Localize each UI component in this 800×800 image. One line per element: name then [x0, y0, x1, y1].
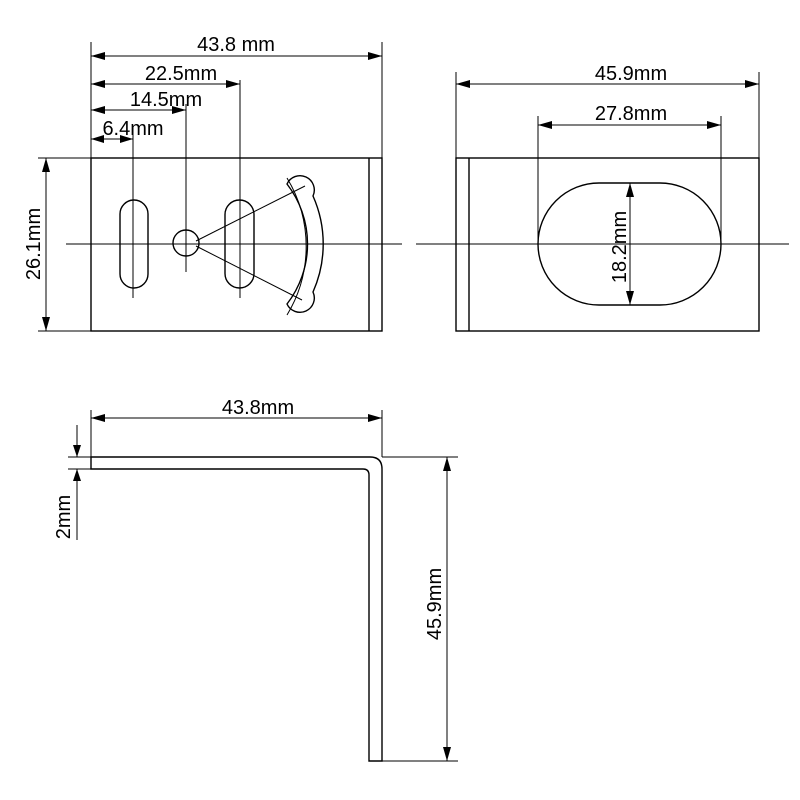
dim-arrow-64-left [91, 135, 104, 143]
dim-label-278: 27.8mm [595, 103, 667, 125]
dim-arrow-182-bottom [626, 291, 634, 305]
l-profile-outline [90, 456, 383, 762]
dim-label-459-profile: 45.9mm [424, 568, 446, 640]
dim-label-225: 22.5mm [145, 63, 217, 85]
dim-label-261: 26.1mm [23, 208, 45, 280]
radial-line-upper [195, 185, 306, 242]
dim-arrow-2-top [73, 445, 81, 457]
dim-arrow-459-profile-bottom [443, 747, 451, 761]
dim-arrow-225-left [91, 80, 105, 88]
dim-arrow-145-left [91, 106, 105, 114]
dim-arrow-459-profile-top [443, 457, 451, 471]
dim-label-438-profile: 43.8mm [222, 397, 294, 419]
dim-label-64: 6.4mm [102, 118, 163, 140]
dim-label-145: 14.5mm [130, 89, 202, 111]
dim-arrow-459-side-right [745, 80, 759, 88]
arc-slot [286, 175, 324, 313]
side-view: 45.9mm 27.8mm 18.2mm [416, 63, 789, 332]
dim-label-438: 43.8 mm [197, 34, 275, 56]
arc-guide-line [286, 177, 307, 316]
dim-arrow-438-right [368, 52, 382, 60]
dim-arrow-438-profile-right [368, 414, 382, 422]
dim-label-182: 18.2mm [609, 211, 631, 283]
radial-line-lower [195, 245, 303, 301]
profile-view: 43.8mm 2mm 45.9mm [53, 397, 458, 762]
dim-arrow-182-top [626, 183, 634, 197]
left-slot [119, 199, 149, 289]
dim-arrow-278-left [538, 121, 552, 129]
dim-arrow-438-left [91, 52, 105, 60]
dim-arrow-438-profile-left [91, 414, 105, 422]
dim-arrow-261-bottom [42, 317, 50, 331]
dim-label-459-side: 45.9mm [595, 63, 667, 85]
dim-arrow-278-right [707, 121, 721, 129]
dim-label-2: 2mm [53, 495, 75, 539]
front-view: 43.8 mm 22.5mm 14.5mm 6.4mm 26.1mm [23, 34, 402, 332]
dim-arrow-261-top [42, 158, 50, 172]
dim-arrow-145-right [172, 106, 186, 114]
dim-arrow-225-right [226, 80, 240, 88]
dim-arrow-459-side-left [456, 80, 470, 88]
dim-arrow-64-right [120, 135, 133, 143]
dim-arrow-2-bottom [73, 469, 81, 481]
